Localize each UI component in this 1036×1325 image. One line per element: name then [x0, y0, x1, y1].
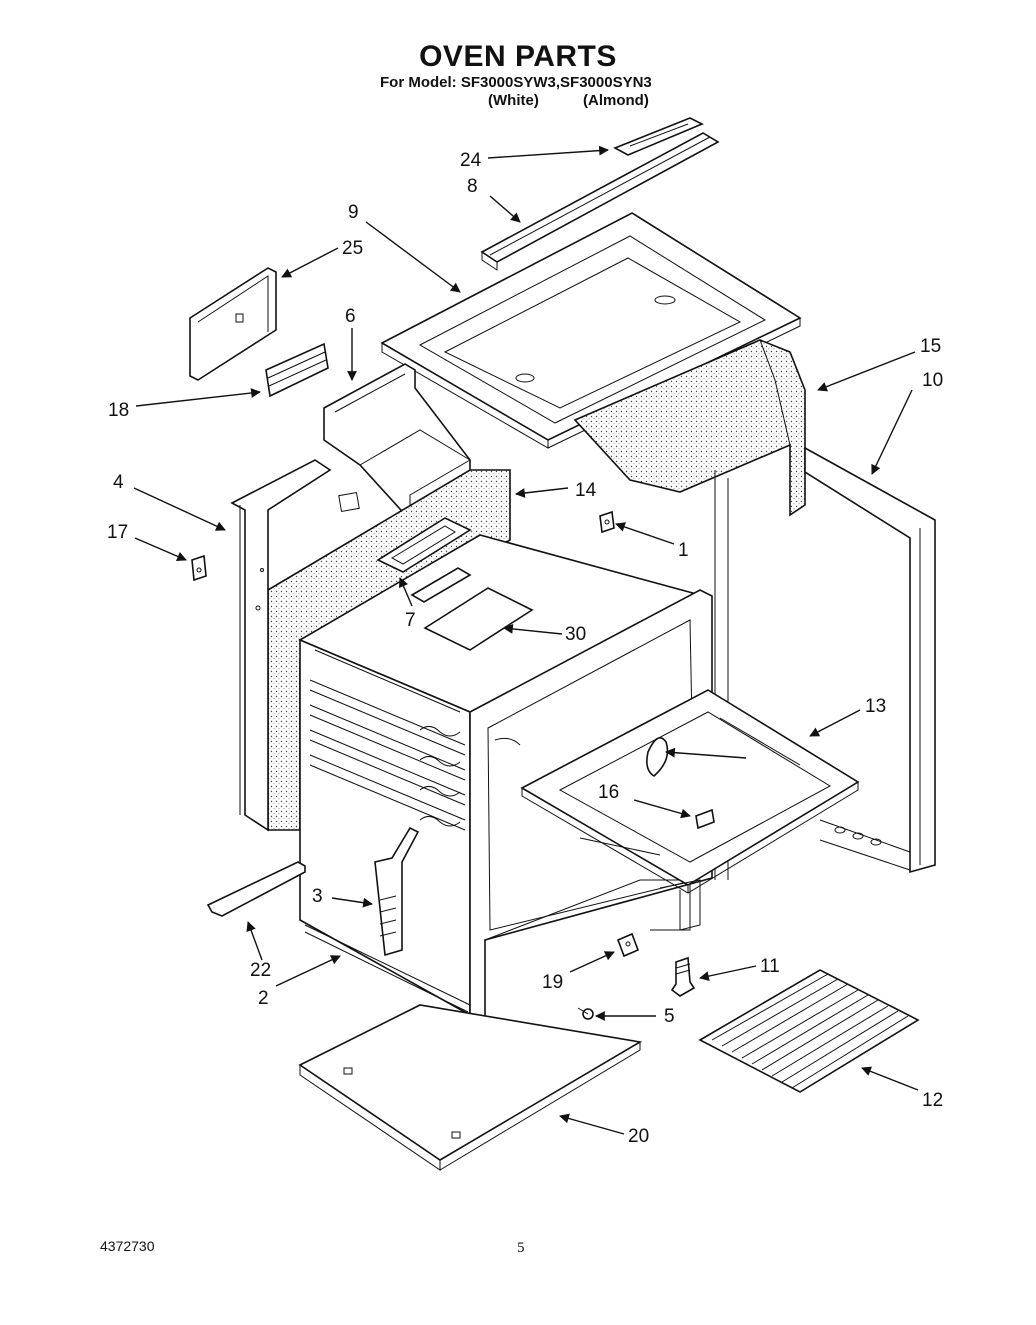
- part-5-screw: [577, 1007, 594, 1020]
- callout-25: 30: [565, 624, 586, 645]
- callout-9: 9: [348, 202, 359, 223]
- part-25-plate: [423, 587, 534, 651]
- callout-8: 8: [467, 176, 478, 197]
- part-22-rail: [206, 861, 306, 917]
- bottom-rail-right: [659, 819, 911, 931]
- callout-11: 11: [760, 956, 780, 977]
- callout-22: 22: [250, 960, 271, 981]
- part-17-clip: [191, 554, 207, 582]
- callout-19: 19: [542, 972, 563, 993]
- document-number: 4372730: [100, 1238, 155, 1254]
- leader-lines: [133, 145, 919, 1135]
- part-3-hinge: [374, 826, 420, 957]
- part-16-clip: [695, 808, 715, 830]
- color-almond-label: (Almond): [583, 92, 649, 109]
- part-24-panel: [189, 267, 277, 381]
- callout-20: 20: [628, 1126, 649, 1147]
- part-7-gasket: [376, 517, 472, 603]
- part-18-louver: [265, 342, 329, 398]
- part-4-side-panel: [230, 459, 332, 832]
- part-30-cover: [646, 736, 669, 777]
- callout-6: 6: [345, 306, 356, 327]
- part-20-bottom: [298, 1004, 643, 1171]
- color-white-label: (White): [488, 92, 539, 109]
- part-19-bracket: [616, 932, 640, 958]
- callout-18: 18: [108, 400, 129, 421]
- callout-17: 17: [107, 522, 128, 543]
- callout-13: 13: [865, 696, 886, 717]
- callout-14: 14: [575, 480, 597, 501]
- callout-7: 7: [405, 610, 416, 631]
- part-15-insulation: [573, 339, 806, 517]
- page-number: 5: [517, 1240, 525, 1256]
- part-8-brace: [480, 132, 720, 271]
- callout-5: 5: [664, 1006, 675, 1027]
- callout-16: 16: [598, 782, 619, 803]
- model-line: For Model: SF3000SYW3,SF3000SYN3: [380, 74, 652, 91]
- callout-12: 12: [922, 1090, 943, 1111]
- callout-4: 4: [113, 472, 124, 493]
- part-11-leg: [670, 956, 696, 997]
- callout-24: 25: [342, 238, 363, 259]
- callout-1: 1: [678, 540, 689, 561]
- callout-3: 3: [312, 886, 323, 907]
- page-title: OVEN PARTS: [419, 40, 617, 73]
- part-12-rack: [698, 969, 920, 1093]
- callout-10: 10: [922, 370, 943, 391]
- part-21-vent: [613, 117, 704, 156]
- callout-2: 2: [258, 988, 269, 1009]
- part-1-bracket: [599, 510, 615, 534]
- callout-21: 24: [460, 150, 482, 171]
- callout-15: 15: [920, 336, 941, 357]
- part-13-tray: [520, 689, 860, 894]
- part-2-edge: [304, 924, 471, 1013]
